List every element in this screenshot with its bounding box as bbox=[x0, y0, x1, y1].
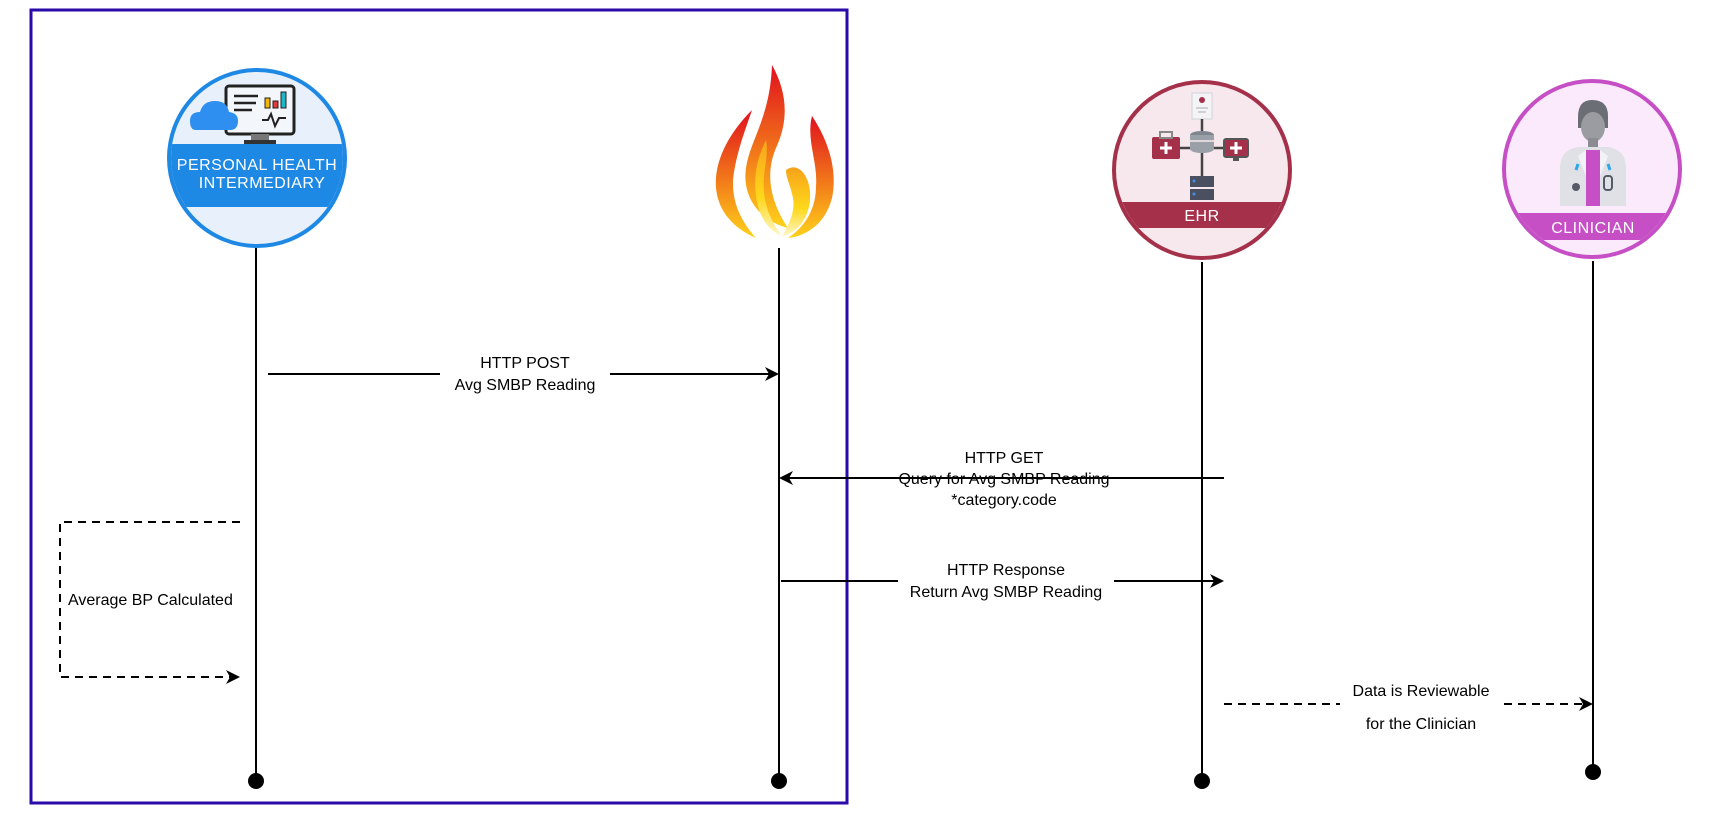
doctor-icon bbox=[1560, 100, 1626, 206]
message-data-reviewable-line2: for the Clinician bbox=[1366, 716, 1476, 733]
ehr-label: EHR bbox=[1184, 208, 1219, 225]
participant-phi[interactable]: PERSONAL HEALTH INTERMEDIARY bbox=[160, 68, 360, 248]
phi-label-line2: INTERMEDIARY bbox=[199, 175, 326, 192]
message-data-reviewable-line1: Data is Reviewable bbox=[1353, 683, 1490, 700]
system-boundary bbox=[29, 8, 849, 805]
lifeline-end-ehr bbox=[1194, 773, 1210, 789]
lifeline-end-clinician bbox=[1585, 764, 1601, 780]
message-data-reviewable: Data is Reviewable for the Clinician bbox=[1224, 680, 1593, 736]
fire-icon bbox=[715, 65, 834, 238]
lifeline-end-fhir bbox=[771, 773, 787, 789]
monitor-cloud-icon bbox=[190, 84, 296, 144]
clinician-label: CLINICIAN bbox=[1551, 220, 1635, 237]
message-http-post-line2: Avg SMBP Reading bbox=[455, 377, 596, 394]
lifeline-end-phi bbox=[248, 773, 264, 789]
message-http-response: HTTP Response Return Avg SMBP Reading bbox=[781, 559, 1224, 603]
message-http-response-line2: Return Avg SMBP Reading bbox=[910, 584, 1102, 601]
message-http-get: HTTP GET Query for Avg SMBP Reading *cat… bbox=[779, 446, 1224, 509]
message-average-bp-self: Average BP Calculated bbox=[59, 521, 252, 684]
phi-label-line1: PERSONAL HEALTH bbox=[177, 157, 337, 174]
message-http-post-line1: HTTP POST bbox=[480, 355, 570, 372]
message-http-get-line1: HTTP GET bbox=[965, 450, 1044, 467]
message-average-bp-line1: Average BP Calculated bbox=[68, 592, 233, 609]
message-http-post: HTTP POST Avg SMBP Reading bbox=[268, 352, 779, 396]
participant-clinician[interactable]: CLINICIAN bbox=[1500, 79, 1700, 259]
participant-fhir[interactable] bbox=[715, 65, 834, 238]
message-http-get-line3: *category.code bbox=[951, 492, 1057, 509]
ehr-network-icon bbox=[1152, 92, 1249, 200]
message-http-get-line2: Query for Avg SMBP Reading bbox=[898, 471, 1109, 488]
message-http-response-line1: HTTP Response bbox=[947, 562, 1065, 579]
participant-ehr[interactable]: EHR bbox=[1100, 80, 1310, 260]
